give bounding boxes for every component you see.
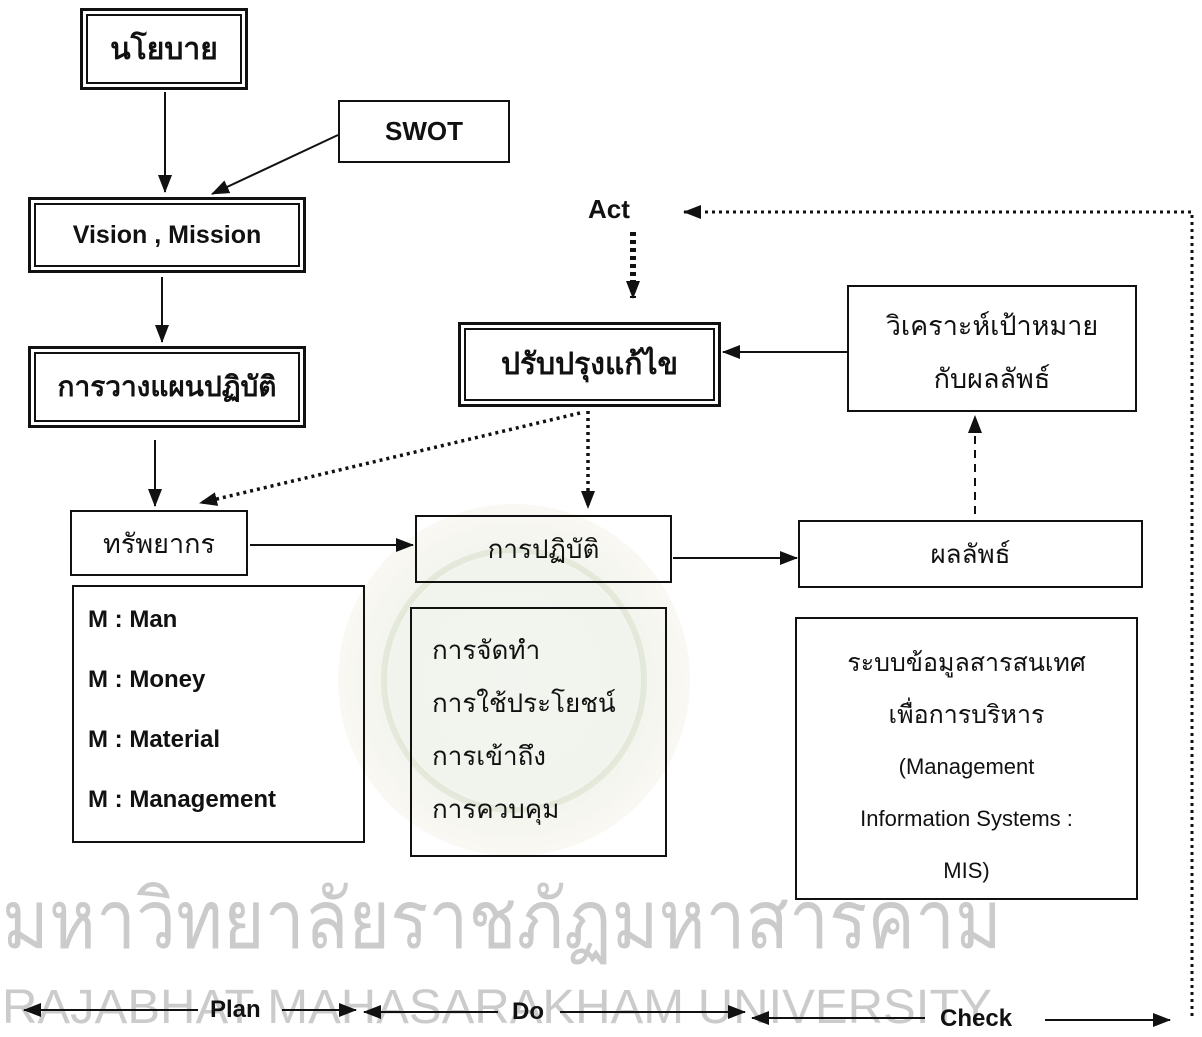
result-box: ผลลัพธ์	[798, 520, 1143, 588]
resource-list-box: M : Man M : Money M : Material M : Manag…	[72, 585, 365, 843]
vision-mission-box: Vision , Mission	[28, 197, 306, 273]
mis-box: ระบบข้อมูลสารสนเทศ เพื่อการบริหาร (Manag…	[795, 617, 1138, 900]
improve-box: ปรับปรุงแก้ไข	[458, 322, 721, 407]
mis-line-2: เพื่อการบริหาร	[888, 700, 1045, 729]
practice-label: การปฏิบัติ	[487, 534, 600, 565]
resources-box: ทรัพยากร	[70, 510, 248, 576]
practice-box: การปฏิบัติ	[415, 515, 672, 583]
resources-label: ทรัพยากร	[103, 528, 215, 560]
arrow-swot-to-vision	[211, 134, 339, 195]
practice-item-4: การควบคุม	[432, 795, 560, 825]
vision-mission-label: Vision , Mission	[72, 220, 262, 249]
analyze-line-1: วิเคราะห์เป้าหมาย	[885, 311, 1099, 342]
swot-box: SWOT	[338, 100, 510, 163]
practice-item-2: การใช้ประโยชน์	[432, 689, 616, 719]
mis-line-4: Information Systems :	[860, 806, 1073, 831]
practice-item-1: การจัดทำ	[432, 636, 541, 666]
analyze-box: วิเคราะห์เป้าหมาย กับผลลัพธ์	[847, 285, 1137, 412]
watermark-thai: มหาวิทยาลัยราชภัฏมหาสารคาม	[2, 873, 1002, 968]
phase-plan-label: Plan	[210, 996, 261, 1023]
action-planning-label: การวางแผนปฏิบัติ	[57, 370, 277, 403]
practice-list-box: การจัดทำ การใช้ประโยชน์ การเข้าถึง การคว…	[410, 607, 667, 857]
result-label: ผลลัพธ์	[930, 539, 1011, 570]
mis-line-3: (Management	[898, 754, 1035, 779]
resource-item-money: M : Money	[88, 666, 206, 693]
policy-label: นโยบาย	[110, 31, 218, 67]
improve-label: ปรับปรุงแก้ไข	[500, 347, 679, 382]
seal-inner-ring	[381, 547, 647, 813]
swot-label: SWOT	[385, 116, 463, 146]
resource-item-management: M : Management	[88, 786, 277, 813]
act-label: Act	[588, 194, 630, 224]
practice-item-3: การเข้าถึง	[432, 742, 547, 772]
phase-check-label: Check	[940, 1005, 1013, 1032]
arrow-improve-to-resources-dotted	[199, 411, 581, 506]
resource-item-man: M : Man	[88, 606, 178, 633]
arrow-check-feedback-to-act-dotted	[683, 205, 1194, 1016]
university-seal-watermark	[338, 504, 690, 856]
resource-item-material: M : Material	[88, 726, 221, 753]
phase-do-label: Do	[512, 998, 544, 1025]
analyze-line-2: กับผลลัพธ์	[933, 364, 1051, 395]
action-planning-box: การวางแผนปฏิบัติ	[28, 346, 306, 428]
watermark-english: RAJABHAT MAHASARAKHAM UNIVERSITY	[2, 981, 993, 1034]
policy-box: นโยบาย	[80, 8, 248, 90]
mis-line-5: MIS)	[943, 858, 990, 883]
mis-line-1: ระบบข้อมูลสารสนเทศ	[847, 648, 1086, 677]
